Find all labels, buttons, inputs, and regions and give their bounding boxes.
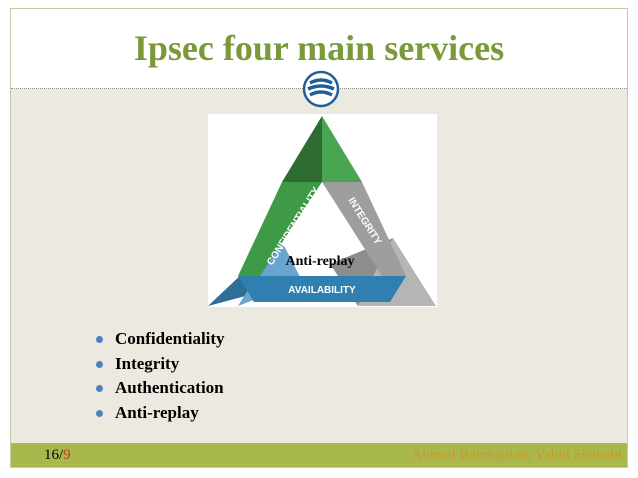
footer-authors: Ahmad Rahmanian, Vahid Shahabi — [411, 447, 622, 463]
bullet-dot-icon — [96, 385, 103, 392]
list-item-label: Authentication — [115, 378, 224, 397]
page-current: 16/ — [44, 447, 64, 463]
bullet-dot-icon — [96, 336, 103, 343]
list-item-label: Confidentiality — [115, 329, 225, 348]
footer-band — [11, 443, 627, 467]
page-number: 16/9 — [44, 446, 71, 464]
list-item: Confidentiality — [96, 328, 225, 353]
bullet-dot-icon — [96, 360, 103, 368]
security-triangle-diagram: CONFIDENTIALITY INTEGRITY AVAILABILITY A… — [208, 114, 437, 307]
bullet-dot-icon — [96, 409, 103, 417]
list-item: Integrity — [96, 353, 225, 378]
globe-logo-icon — [302, 70, 340, 108]
page-total: 9 — [63, 447, 71, 463]
anti-replay-center-label: Anti-replay — [286, 254, 355, 269]
services-list: Confidentiality Integrity Authentication… — [96, 328, 225, 426]
slide-title: Ipsec four main services — [133, 28, 505, 68]
list-item: Authentication — [96, 377, 225, 402]
availability-label: AVAILABILITY — [288, 285, 356, 296]
list-item: Anti-replay — [96, 402, 225, 427]
list-item-label: Anti-replay — [115, 402, 199, 422]
list-item-label: Integrity — [115, 353, 180, 373]
